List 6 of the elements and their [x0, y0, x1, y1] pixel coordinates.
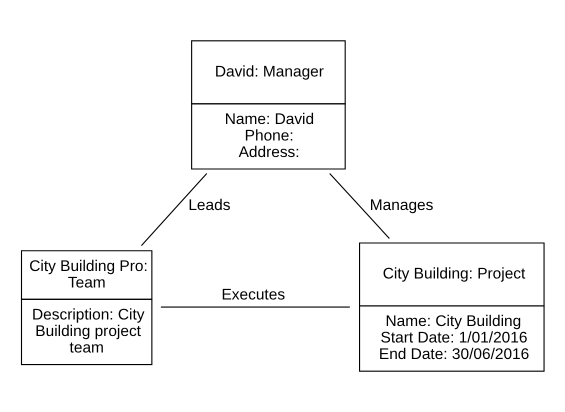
connector — [141, 173, 208, 246]
connector — [160, 306, 350, 308]
connector — [329, 173, 390, 239]
edge-label: Manages — [370, 197, 434, 214]
edge-label: Executes — [221, 286, 286, 304]
edge-label: Leads — [188, 197, 230, 214]
